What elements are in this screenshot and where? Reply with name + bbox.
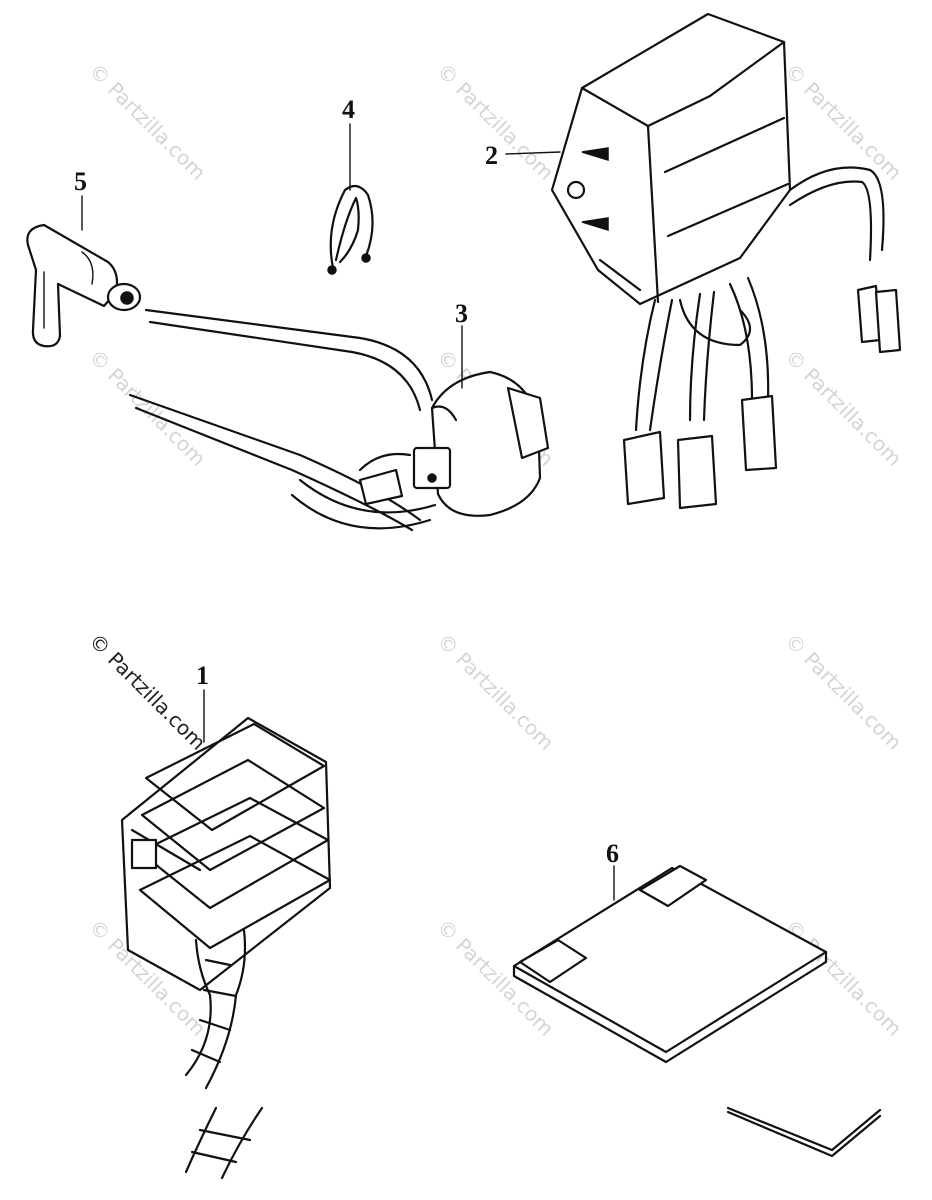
callout-3: 3 <box>455 299 468 328</box>
watermark: © Partzilla.com <box>780 345 906 471</box>
leader-lines <box>81 123 615 901</box>
cdi-unit <box>550 12 902 510</box>
watermark: © Partzilla.com <box>432 629 558 755</box>
spark-plug-cap <box>26 223 142 348</box>
ignition-coil <box>128 308 550 532</box>
watermark: © Partzilla.com <box>84 629 210 755</box>
callout-5: 5 <box>74 167 87 196</box>
callout-2: 2 <box>485 141 498 170</box>
watermark: © Partzilla.com <box>780 629 906 755</box>
regulator <box>120 716 332 1180</box>
watermark: © Partzilla.com <box>780 59 906 185</box>
watermark: © Partzilla.com <box>84 59 210 185</box>
pad-plate <box>512 864 882 1158</box>
watermark: © Partzilla.com <box>84 345 210 471</box>
callout-1: 1 <box>196 661 209 690</box>
callouts: 1 2 3 4 5 6 <box>74 95 619 868</box>
callout-4: 4 <box>342 95 355 124</box>
callout-6: 6 <box>606 839 619 868</box>
wire-clip <box>327 184 374 275</box>
